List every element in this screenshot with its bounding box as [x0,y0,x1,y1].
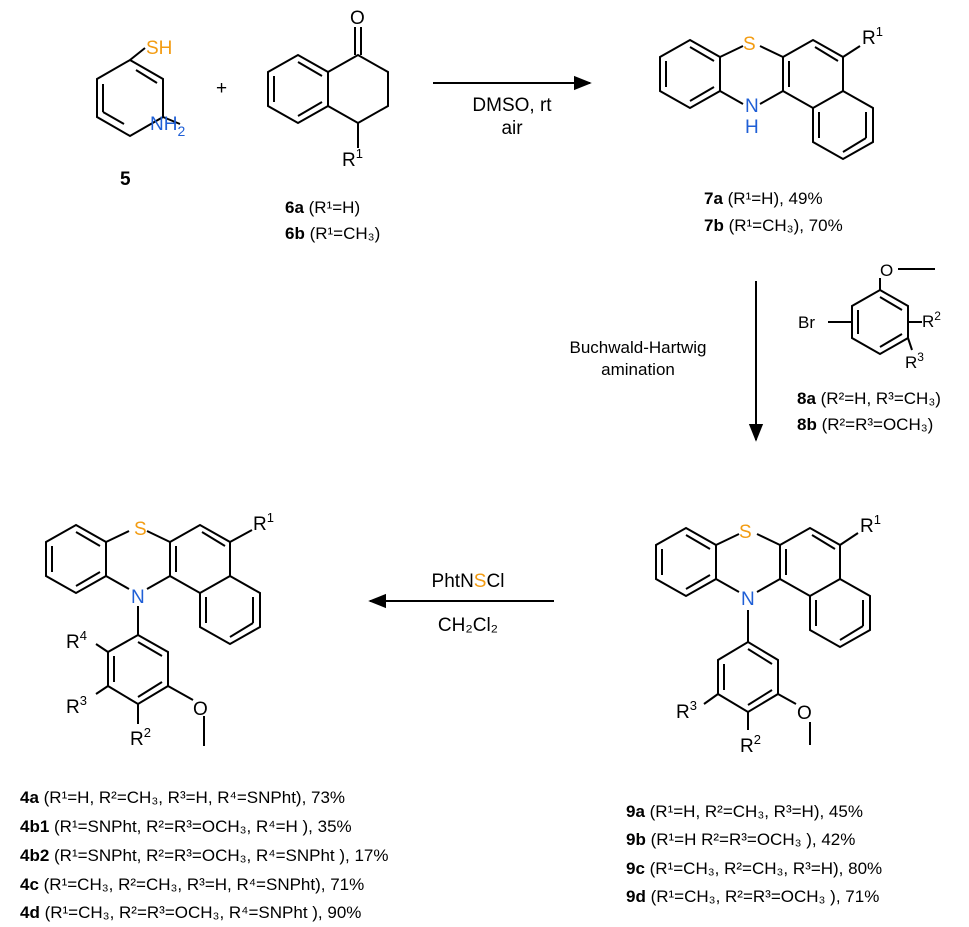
thiol-group: SH [146,38,172,59]
compound-4-structure [45,523,261,746]
compound-9-methoxy-oxygen: O [797,703,812,724]
compound-6b-label: 6b (R¹=CH₃) [285,224,380,243]
compound-6-structure [267,27,389,148]
compound-4-r4: R4 [66,628,87,653]
compound-9-r3: R3 [676,698,697,723]
compound-4-r2: R2 [130,725,151,750]
compound-9-r1: R1 [860,512,881,537]
compound-4-sulfur: S [134,519,147,540]
compound-6-r1: R1 [342,146,363,171]
compound-4-r1: R1 [253,510,274,535]
amine-group: NH2 [150,114,185,139]
product-4d: 4d (R¹=CH₃, R²=R³=OCH₃, R⁴=SNPht ), 90% [20,903,361,922]
compound-9-nitrogen: N [741,589,755,610]
compound-4-methoxy-oxygen: O [193,699,208,720]
compound-5-structure [96,47,181,138]
step3-reagent: PhtNSCl [432,571,505,592]
compound-7-nitrogen: N [745,96,759,117]
compound-8-structure [828,268,935,356]
plus-sign: + [216,78,227,99]
compound-6a-label: 6a (R¹=H) [285,198,360,217]
product-9c: 9c (R¹=CH₃, R²=CH₃, R³=H), 80% [626,859,882,878]
products-9-list: 9a (R¹=H, R²=CH₃, R³=H), 45% 9b (R¹=H R²… [626,802,882,906]
product-9b: 9b (R¹=H R²=R³=OCH₃ ), 42% [626,830,855,849]
product-9a: 9a (R¹=H, R²=CH₃, R³=H), 45% [626,802,863,821]
step3-solvent: CH₂Cl₂ [438,615,498,636]
compound-9-r2: R2 [740,732,761,757]
step1-conditions-line1: DMSO, rt [472,95,552,116]
compound-9-structure [655,526,871,745]
product-9d: 9d (R¹=CH₃, R²=R³=OCH₃ ), 71% [626,887,879,906]
compound-8-bromine: Br [798,313,815,332]
compound-7-structure [659,38,874,161]
product-4b2: 4b2 (R¹=SNPht, R²=R³=OCH₃, R⁴=SNPht ), 1… [20,846,389,865]
carbonyl-oxygen: O [350,8,365,29]
step2-conditions-line2: amination [601,360,675,379]
compound-7-sulfur: S [743,34,756,55]
compound-7-hydrogen: H [745,117,759,138]
compound-8b-label: 8b (R²=R³=OCH₃) [797,415,933,434]
compound-8-r3: R3 [905,350,924,372]
products-4-list: 4a (R¹=H, R²=CH₃, R³=H, R⁴=SNPht), 73% 4… [20,788,389,922]
compound-5-label: 5 [120,169,131,190]
compound-7b-label: 7b (R¹=CH₃), 70% [704,216,843,235]
compound-4-nitrogen: N [131,587,145,608]
product-4a: 4a (R¹=H, R²=CH₃, R³=H, R⁴=SNPht), 73% [20,788,345,807]
compound-8-oxygen: O [880,261,893,280]
product-4b1: 4b1 (R¹=SNPht, R²=R³=OCH₃, R⁴=H ), 35% [20,817,352,836]
step1-conditions-line2: air [501,118,523,139]
compound-7-r1: R1 [862,24,883,49]
compound-9-sulfur: S [739,522,752,543]
compound-7a-label: 7a (R¹=H), 49% [704,189,823,208]
step2-conditions-line1: Buchwald-Hartwig [570,338,707,357]
compound-8-r2: R2 [922,309,941,331]
compound-8a-label: 8a (R²=H, R³=CH₃) [797,389,941,408]
compound-4-r3: R3 [66,693,87,718]
product-4c: 4c (R¹=CH₃, R²=CH₃, R³=H, R⁴=SNPht), 71% [20,875,364,894]
